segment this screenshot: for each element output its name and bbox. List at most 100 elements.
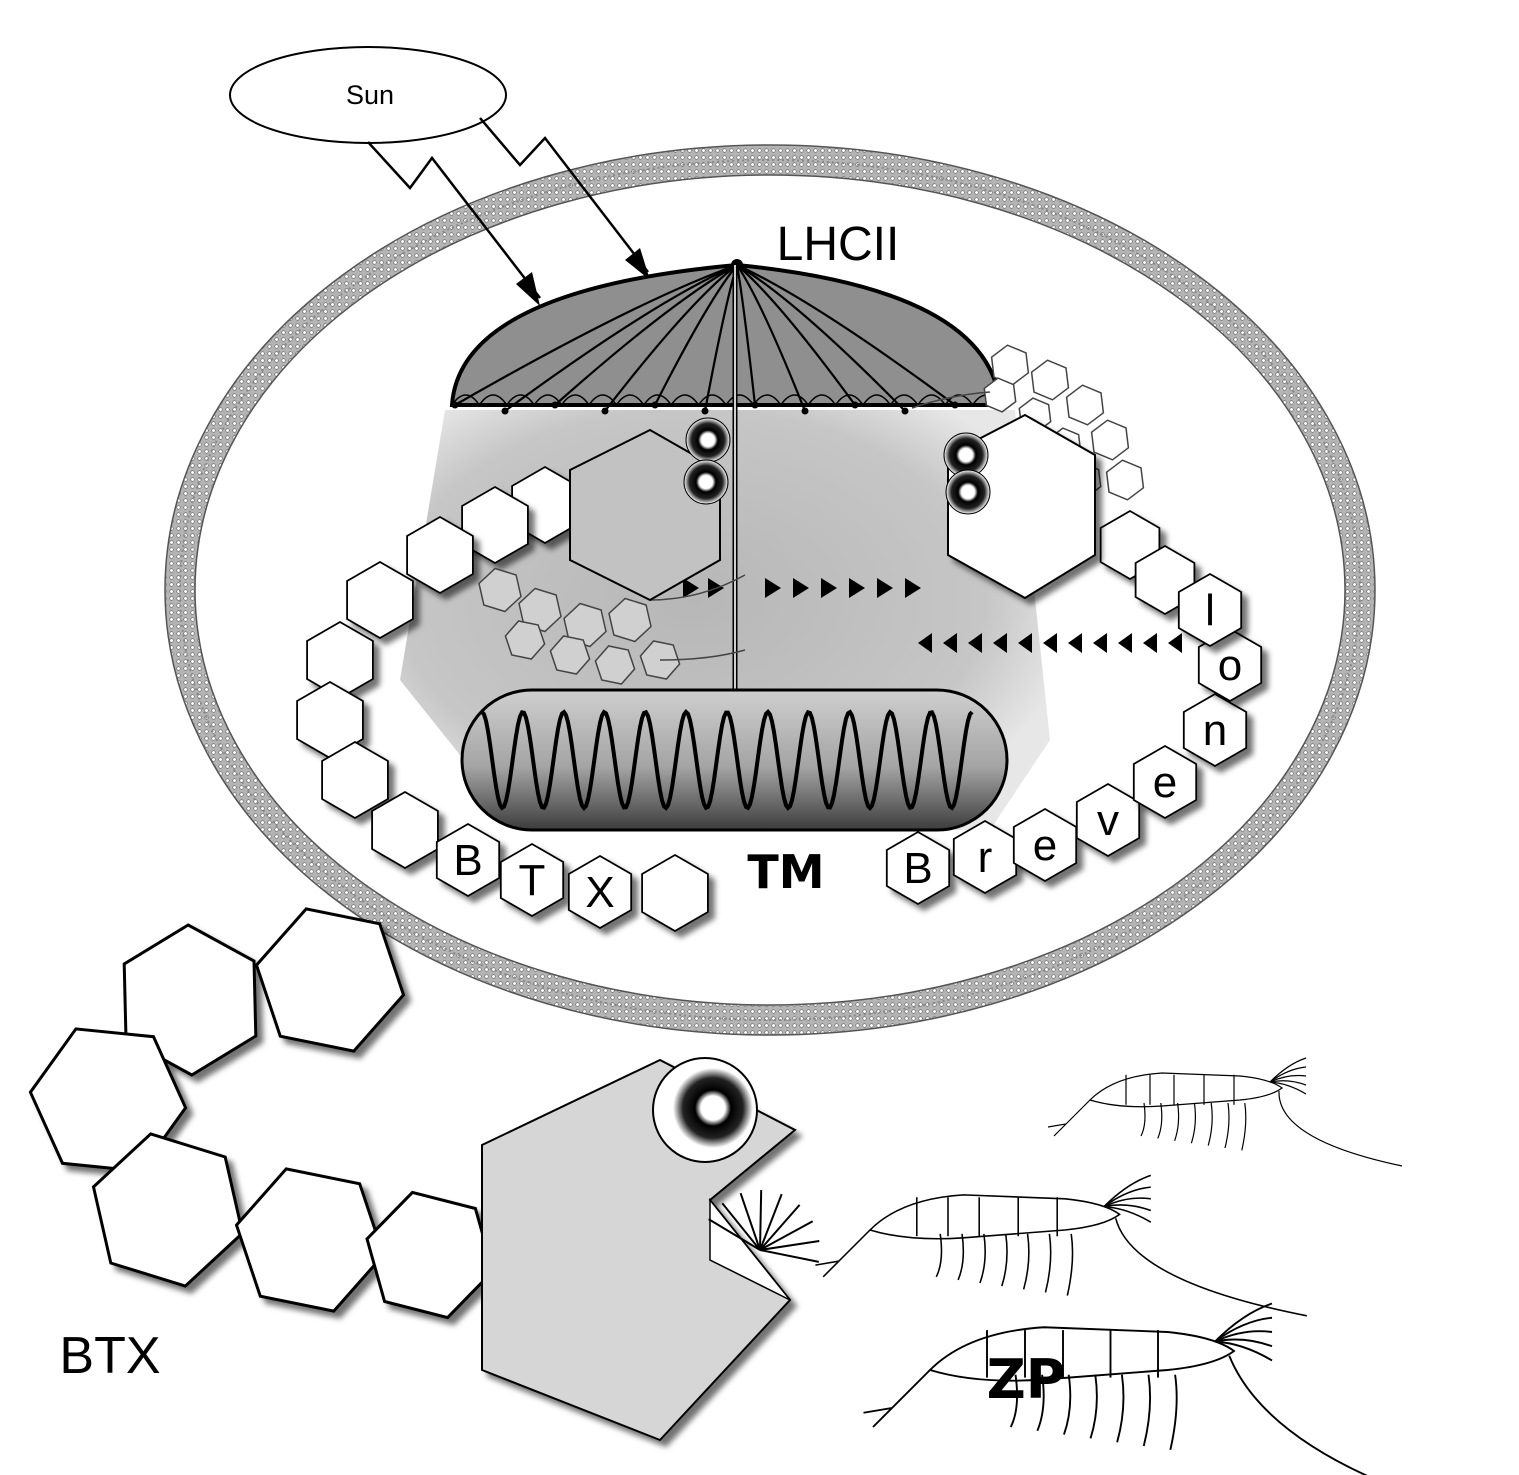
hexagon-bead-letter: r	[952, 819, 1018, 895]
lhcii-label: LHCII	[777, 218, 900, 271]
thylakoid-membrane: TM	[460, 688, 1009, 899]
umbrella-rib-tip	[801, 407, 809, 415]
hexagon-bead	[641, 853, 709, 933]
eye-icon	[683, 459, 729, 505]
umbrella-rib-tip	[901, 407, 909, 415]
claw-segment	[1105, 459, 1145, 501]
lhcii-umbrella: LHCII	[449, 218, 1003, 690]
btx-predator-mouth	[709, 1197, 791, 1301]
umbrella-rib-tip	[751, 401, 759, 409]
hexagon-bead	[321, 740, 389, 820]
energy-transfer-arrows-left	[918, 633, 1182, 653]
umbrella-rib	[736, 264, 807, 412]
hexagon-bead	[91, 1132, 245, 1288]
bead-letter: T	[519, 856, 546, 905]
umbrella-rib-tip	[951, 401, 959, 409]
copepod	[815, 1174, 1307, 1317]
arrow-right-icon	[905, 578, 921, 598]
umbrella-rib-tip	[701, 407, 709, 415]
umbrella-rib	[736, 264, 956, 406]
umbrella-rib	[654, 264, 738, 406]
arrow-left-icon	[993, 633, 1007, 653]
eye-icon	[945, 469, 991, 515]
hexagon-bead-letter: e	[1132, 744, 1198, 820]
umbrella-rib-tip	[601, 407, 609, 415]
bead-letter: B	[903, 844, 932, 893]
hexagon-bead-letter: X	[567, 854, 633, 930]
claw-segment	[549, 635, 591, 675]
claw-antenna	[649, 574, 746, 601]
tm-label: TM	[747, 845, 824, 899]
tooth	[739, 1192, 761, 1251]
umbrella-rib-tip	[501, 407, 509, 415]
claw-segment	[1090, 419, 1130, 461]
hexagon-bead	[346, 560, 414, 640]
bead-letter: r	[978, 833, 993, 882]
bead-letter: v	[1097, 796, 1119, 845]
ray-arrowhead-icon	[516, 272, 540, 306]
tooth	[759, 1204, 801, 1251]
umbrella-rib-tip	[451, 401, 459, 409]
hexagon-bead-letter: T	[499, 842, 565, 918]
arrow-left-icon	[918, 633, 932, 653]
umbrella-rib	[554, 264, 738, 406]
arrow-right-icon	[793, 578, 809, 598]
light-rays	[367, 117, 649, 299]
claw-antenna	[659, 649, 746, 661]
hexagon-bead-letter: B	[885, 830, 951, 906]
bead-letter: n	[1203, 706, 1227, 755]
hexagon-bead	[461, 485, 529, 565]
bead-letter: e	[1153, 758, 1177, 807]
copepod	[1047, 1057, 1403, 1167]
umbrella-rib-tip	[651, 401, 659, 409]
tooth	[759, 1240, 820, 1251]
hexagon-bead-letter: l	[1177, 572, 1243, 648]
bead-letter: B	[453, 836, 482, 885]
arrow-right-icon	[877, 578, 893, 598]
arrow-left-icon	[1043, 633, 1057, 653]
claw-segment	[1030, 359, 1070, 401]
copepod	[863, 1302, 1368, 1475]
umbrella-scallop-edge	[451, 394, 1001, 406]
btx-head	[569, 428, 721, 602]
tooth	[759, 1220, 814, 1251]
claw-segment	[563, 602, 607, 648]
arrow-right-icon	[765, 578, 781, 598]
arrow-right-icon	[821, 578, 837, 598]
hexagon-bead	[306, 620, 374, 700]
umbrella-rib	[735, 264, 757, 406]
arrow-left-icon	[1018, 633, 1032, 653]
bead-letter: X	[585, 868, 614, 917]
arrow-left-icon	[968, 633, 982, 653]
claw-segment	[478, 567, 522, 613]
claw-segment	[1065, 384, 1105, 426]
hexagon-bead-letter: v	[1075, 782, 1141, 858]
arrow-left-icon	[1068, 633, 1082, 653]
arrow-right-icon	[683, 578, 699, 598]
hexagon-bead	[365, 1190, 495, 1320]
umbrella-rib	[736, 264, 856, 406]
ray-arrowhead-icon	[625, 248, 650, 280]
arrow-left-icon	[1143, 633, 1157, 653]
claw-antenna	[911, 391, 991, 409]
arrow-left-icon	[1168, 633, 1182, 653]
hexagon-bead-letter: o	[1197, 627, 1263, 703]
hexagon-bead-letter: B	[435, 822, 501, 898]
umbrella-rib	[604, 264, 738, 412]
claw-segment	[594, 645, 636, 685]
arrow-left-icon	[943, 633, 957, 653]
zp-label: ZP	[987, 1348, 1066, 1411]
bead-letter: e	[1033, 821, 1057, 870]
bead-letter: l	[1205, 586, 1215, 635]
bead-letter: o	[1218, 641, 1242, 690]
hexagon-bead	[234, 1167, 386, 1313]
eye-icon	[673, 1068, 753, 1148]
claw-segment	[504, 620, 546, 660]
arrow-right-icon	[849, 578, 865, 598]
umbrella-rib	[454, 263, 738, 406]
eye-icon	[685, 417, 731, 463]
tooth	[759, 1193, 783, 1251]
tooth	[708, 1218, 761, 1251]
